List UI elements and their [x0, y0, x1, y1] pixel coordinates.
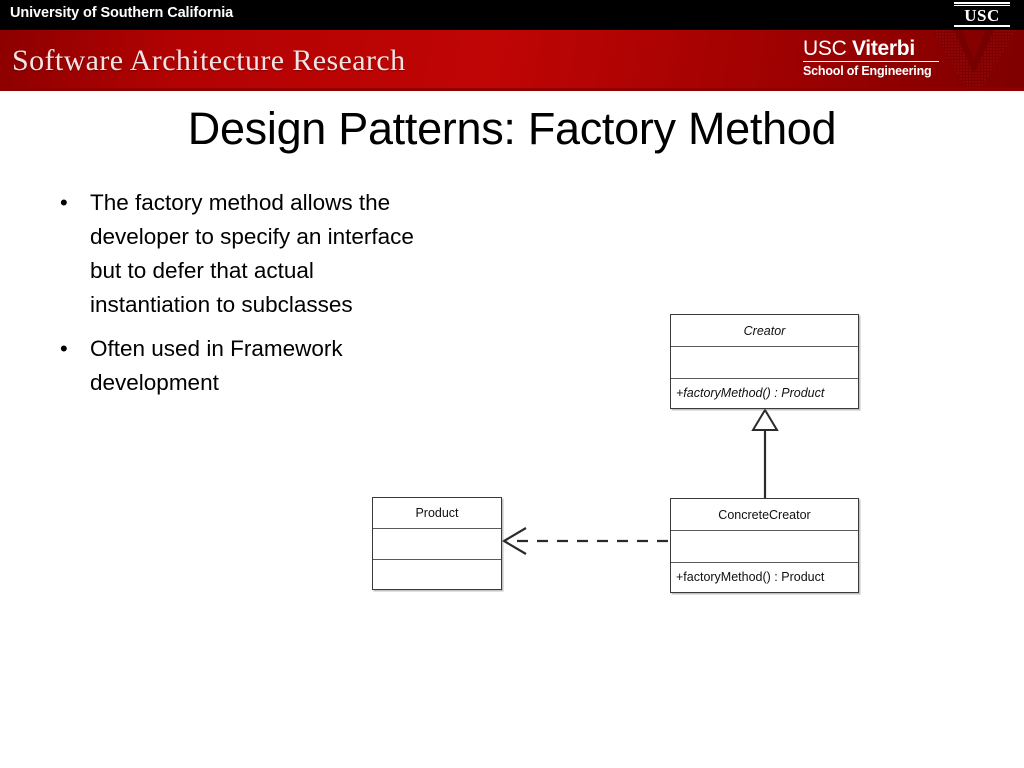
uml-class-name: Product	[373, 498, 501, 529]
uml-operations-compartment: +factoryMethod() : Product	[676, 570, 825, 584]
university-name: University of Southern California	[10, 5, 234, 21]
open-arrowhead-icon	[501, 527, 527, 555]
usc-rule-bottom	[954, 25, 1010, 27]
dependency-connector	[501, 527, 668, 555]
bullet-list: • The factory method allows the develope…	[52, 186, 432, 410]
header-red-band-edge	[0, 88, 1024, 91]
header-band-title: Software Architecture Research	[12, 44, 406, 77]
bullet-marker-icon: •	[60, 336, 68, 361]
header-black-band: University of Southern California USC	[0, 0, 1024, 30]
generalization-connector	[751, 408, 779, 498]
usc-rule-top-thin	[954, 5, 1010, 6]
uml-attributes-compartment	[671, 531, 858, 563]
uml-class-name: ConcreteCreator	[671, 499, 858, 531]
viterbi-usc-text: USC	[803, 37, 852, 60]
uml-operations-compartment	[373, 560, 501, 589]
viterbi-logo: USC Viterbi School of Engineering	[803, 38, 943, 78]
header-red-band	[0, 30, 1024, 91]
uml-class-concretecreator: ConcreteCreator +factoryMethod() : Produ…	[670, 498, 859, 593]
viterbi-school-text: School of Engineering	[803, 64, 932, 78]
uml-class-name: Creator	[671, 315, 858, 347]
bullet-text: Often used in Framework development	[90, 336, 343, 395]
viterbi-name-text: Viterbi	[851, 37, 915, 60]
list-item: • Often used in Framework development	[52, 332, 432, 400]
page-title: Design Patterns: Factory Method	[187, 103, 837, 154]
uml-class-creator: Creator +factoryMethod() : Product	[670, 314, 859, 409]
viterbi-brand-line: USC Viterbi	[803, 38, 943, 60]
viterbi-divider-rule	[803, 61, 939, 62]
uml-attributes-compartment	[671, 347, 858, 379]
list-item: • The factory method allows the develope…	[52, 186, 432, 322]
usc-rule-top	[954, 2, 1010, 4]
usc-wordmark-text: USC	[964, 6, 1000, 25]
hollow-triangle-arrowhead-icon	[751, 408, 779, 431]
bullet-marker-icon: •	[60, 190, 68, 215]
uml-class-product: Product	[372, 497, 502, 590]
bullet-text: The factory method allows the developer …	[90, 190, 414, 317]
usc-wordmark-logo: USC	[954, 2, 1010, 27]
uml-attributes-compartment	[373, 529, 501, 560]
viterbi-v-watermark-icon	[932, 30, 1016, 91]
uml-operations-compartment: +factoryMethod() : Product	[676, 386, 825, 400]
